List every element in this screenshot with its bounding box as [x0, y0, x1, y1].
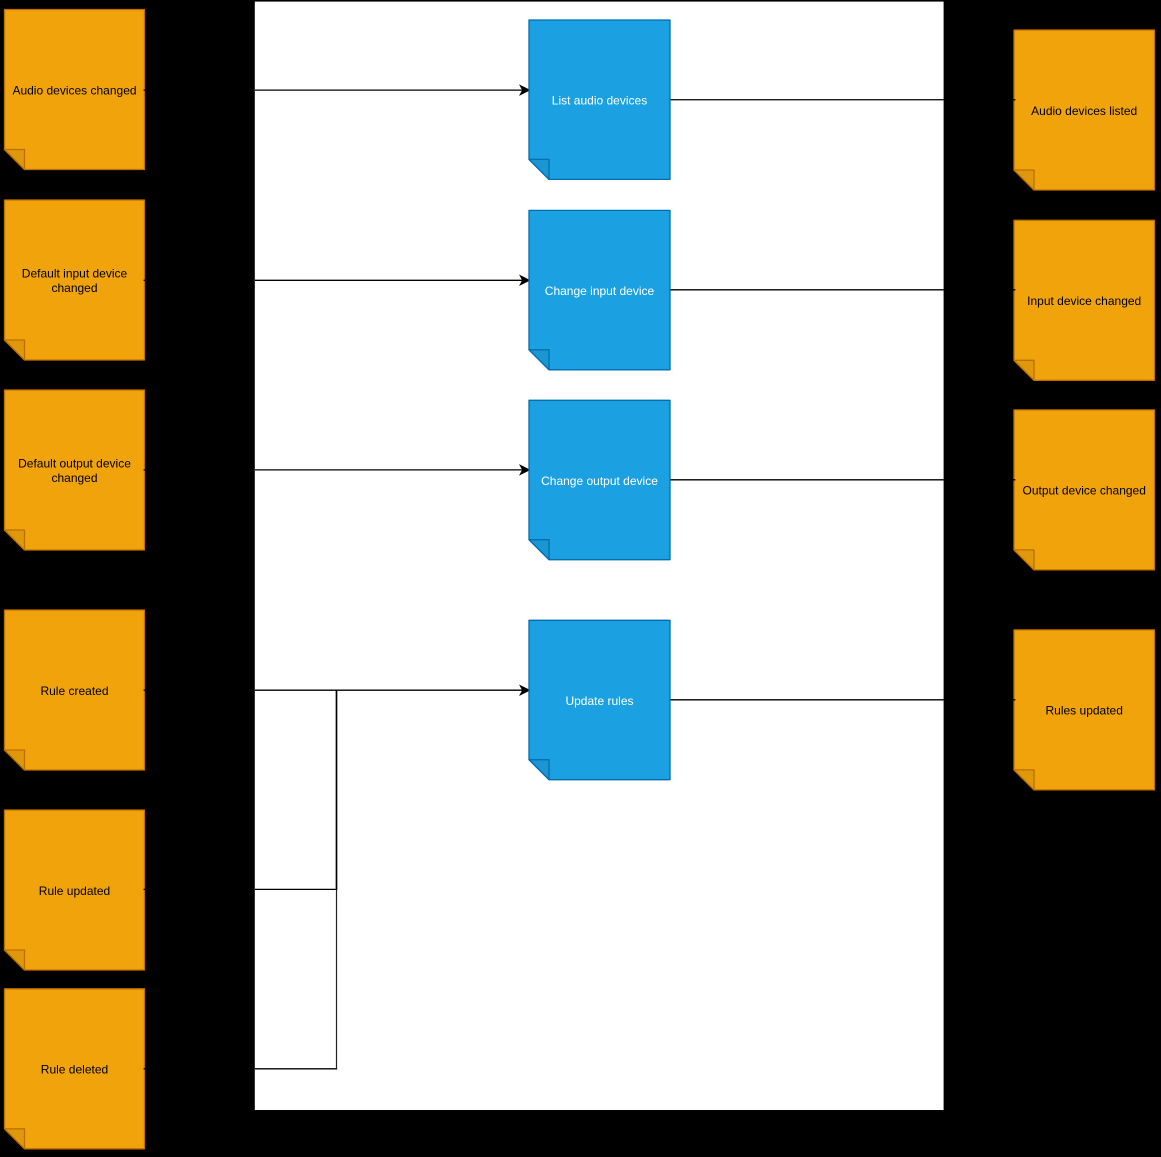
svg-text:Change output device: Change output device — [541, 474, 658, 488]
svg-text:Update rules: Update rules — [565, 694, 633, 708]
svg-text:Output device changed: Output device changed — [1022, 484, 1145, 498]
svg-text:Input device changed: Input device changed — [1027, 294, 1141, 308]
svg-text:changed: changed — [51, 471, 97, 485]
svg-text:Rule deleted: Rule deleted — [41, 1063, 108, 1077]
svg-text:changed: changed — [51, 281, 97, 295]
svg-text:Rules updated: Rules updated — [1046, 704, 1123, 718]
svg-text:Rule created: Rule created — [40, 684, 108, 698]
svg-text:List audio devices: List audio devices — [552, 94, 647, 108]
svg-text:Change input device: Change input device — [545, 284, 655, 298]
svg-text:Audio devices listed: Audio devices listed — [1031, 104, 1137, 118]
svg-text:Default input device: Default input device — [22, 267, 128, 281]
svg-text:Audio devices changed: Audio devices changed — [12, 83, 136, 97]
svg-text:Default output device: Default output device — [18, 457, 131, 471]
svg-text:Rule updated: Rule updated — [39, 884, 110, 898]
